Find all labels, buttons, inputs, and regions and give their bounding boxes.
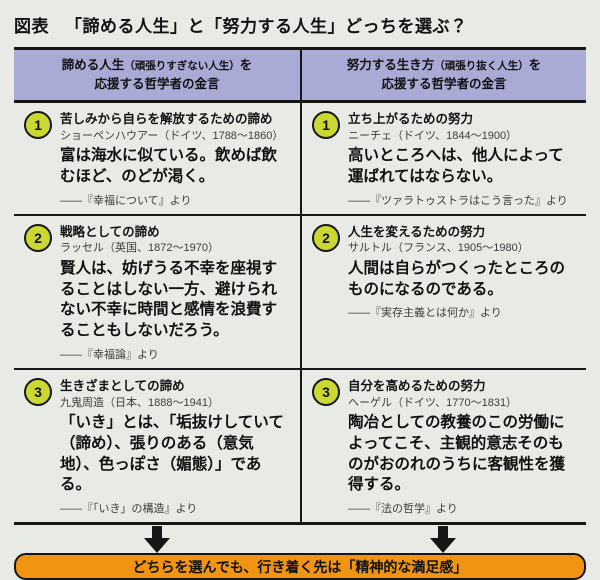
quote-source: ――『幸福について』より — [60, 194, 192, 207]
header-suffix: を — [239, 58, 253, 72]
quote-cell-nietzsche: 1 立ち上がるための努力 ニーチェ（ドイツ、1844～1900） 高いところへは… — [300, 102, 586, 214]
quote-text: 人間は自らがつくったところのものになるのである。 — [348, 259, 566, 298]
number-badge: 3 — [24, 377, 52, 406]
comparison-table: 諦める人生（頑張りすぎない人生）を 応援する哲学者の金言 努力する生き方（頑張り… — [14, 47, 586, 526]
number-badge: 1 — [312, 110, 340, 139]
number-badge: 1 — [24, 110, 52, 139]
quote-source: ――『ツァラトゥストラはこう言った』より — [348, 194, 568, 207]
header-line1: 努力する生き方（頑張り抜く人生）を — [306, 56, 582, 75]
cell-content: 生きざまとしての諦め 九鬼周造（日本、1888～1941） 「いき」とは、「垢抜… — [60, 378, 292, 516]
header-paren: （頑張り抜く人生） — [434, 60, 529, 72]
quote-heading: 戦略としての諦め — [60, 224, 160, 239]
title-text: 「諦める人生」と「努力する人生」どっちを選ぶ？ — [65, 17, 468, 36]
quote-text: 陶冶としての教養のこの労働によってこそ、主観的意志そのものがおのれのうちに客観性… — [348, 414, 566, 494]
quote-heading: 生きざまとしての諦め — [60, 378, 185, 393]
quote-cell-hegel: 3 自分を高めるための努力 ヘーゲル（ドイツ、1770～1831） 陶冶としての… — [300, 369, 586, 523]
number-badge: 3 — [312, 377, 340, 406]
quote-text: 賢人は、妨げうる不幸を座視することはしない一方、避けられない不幸に時間と感情を浪… — [60, 259, 278, 340]
page-title: 図表「諦める人生」と「努力する人生」どっちを選ぶ？ — [14, 12, 586, 37]
header-line2: 応援する哲学者の金言 — [94, 77, 220, 92]
quote-source: ――『法の哲学』より — [348, 503, 458, 516]
table-row: 3 生きざまとしての諦め 九鬼周造（日本、1888～1941） 「いき」とは、「… — [14, 367, 586, 523]
quote-heading: 自分を高めるための努力 — [348, 378, 486, 393]
down-arrow-icon — [144, 526, 170, 554]
cell-content: 自分を高めるための努力 ヘーゲル（ドイツ、1770～1831） 陶冶としての教養… — [348, 378, 578, 516]
cell-content: 立ち上がるための努力 ニーチェ（ドイツ、1844～1900） 高いところへは、他… — [348, 111, 578, 208]
quote-source: ――『「いき」の構造』より — [60, 503, 198, 516]
cell-content: 苦しみから自らを解放するための諦め ショーペンハウアー（ドイツ、1788～186… — [60, 111, 292, 208]
philosopher-line: ショーペンハウアー（ドイツ、1788～1860） — [60, 129, 284, 142]
quote-cell-russell: 2 戦略としての諦め ラッセル（英国、1872～1970） 賢人は、妨げうる不幸… — [14, 216, 300, 368]
philosopher-line: ニーチェ（ドイツ、1844～1900） — [348, 129, 518, 142]
cell-content: 戦略としての諦め ラッセル（英国、1872～1970） 賢人は、妨げうる不幸を座… — [60, 224, 292, 362]
quote-source: ――『実存主義とは何か』より — [348, 307, 502, 320]
quote-cell-kuki: 3 生きざまとしての諦め 九鬼周造（日本、1888～1941） 「いき」とは、「… — [14, 370, 300, 522]
header-main: 努力する生き方 — [346, 58, 435, 72]
conclusion-banner: どちらを選んでも、行き着く先は「精神的な満足感」 — [14, 553, 586, 580]
quote-text: 富は海水に似ている。飲めば飲むほど、のどが渇く。 — [60, 147, 278, 185]
quote-source: ――『幸福論』より — [60, 348, 159, 361]
title-label: 図表 — [14, 17, 49, 36]
philosopher-line: 九鬼周造（日本、1888～1941） — [60, 396, 219, 409]
arrow-row — [14, 525, 586, 554]
quote-heading: 立ち上がるための努力 — [348, 111, 474, 126]
quote-cell-schopenhauer: 1 苦しみから自らを解放するための諦め ショーペンハウアー（ドイツ、1788～1… — [14, 103, 300, 214]
table-row: 1 苦しみから自らを解放するための諦め ショーペンハウアー（ドイツ、1788～1… — [14, 102, 586, 214]
quote-text: 「いき」とは、「垢抜けしていて（諦め）、張りのある（意気地）、色っぽさ（媚態）」… — [60, 414, 284, 494]
philosopher-line: ラッセル（英国、1872～1970） — [60, 242, 219, 255]
table-row: 2 戦略としての諦め ラッセル（英国、1872～1970） 賢人は、妨げうる不幸… — [14, 213, 586, 368]
figure-page: 図表「諦める人生」と「努力する人生」どっちを選ぶ？ 諦める人生（頑張りすぎない人… — [14, 12, 586, 580]
down-arrow-icon — [430, 526, 456, 554]
quote-cell-sartre: 2 人生を変えるための努力 サルトル（フランス、1905～1980） 人間は自ら… — [300, 215, 586, 368]
number-badge: 2 — [24, 223, 52, 252]
philosopher-line: ヘーゲル（ドイツ、1770～1831） — [348, 396, 518, 409]
quote-text: 高いところへは、他人によって運ばれてはならない。 — [348, 147, 564, 185]
header-main: 諦める人生 — [61, 58, 125, 72]
header-paren: （頑張りすぎない人生） — [124, 60, 240, 72]
table-header-row: 諦める人生（頑張りすぎない人生）を 応援する哲学者の金言 努力する生き方（頑張り… — [14, 50, 586, 103]
header-line2: 応援する哲学者の金言 — [381, 77, 507, 92]
column-header-give-up-life: 諦める人生（頑張りすぎない人生）を 応援する哲学者の金言 — [14, 50, 300, 100]
header-line1: 諦める人生（頑張りすぎない人生）を — [18, 56, 296, 75]
column-header-effort-life: 努力する生き方（頑張り抜く人生）を 応援する哲学者の金言 — [300, 50, 586, 100]
cell-content: 人生を変えるための努力 サルトル（フランス、1905～1980） 人間は自らがつ… — [348, 224, 578, 321]
quote-heading: 苦しみから自らを解放するための諦め — [60, 111, 273, 126]
number-badge: 2 — [312, 223, 340, 252]
philosopher-line: サルトル（フランス、1905～1980） — [348, 242, 529, 255]
header-suffix: を — [528, 58, 542, 72]
quote-heading: 人生を変えるための努力 — [348, 224, 486, 239]
